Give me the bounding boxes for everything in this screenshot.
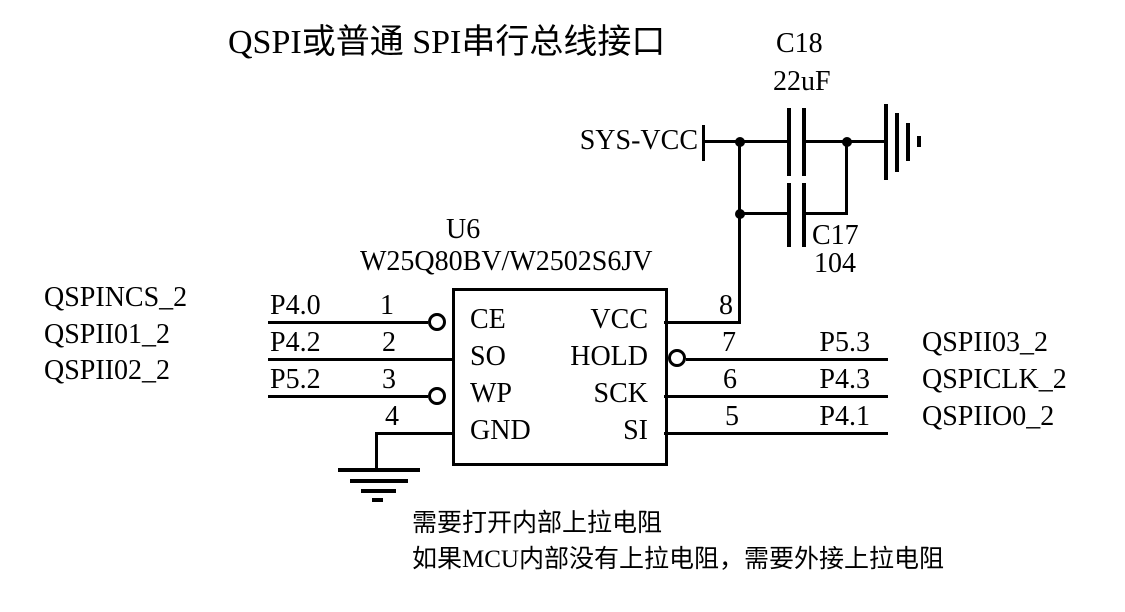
wire-pin2: [268, 358, 454, 361]
wire-c17-right: [806, 212, 847, 215]
wire-pin4-drop: [375, 432, 378, 470]
wire-vcc-rail-left: [704, 140, 788, 143]
pin-name-sck: SCK: [593, 378, 648, 409]
earth-ground-icon: [906, 123, 910, 161]
net-label-qspii01: QSPII01_2: [44, 319, 171, 350]
wire-pin8: [664, 321, 741, 324]
earth-ground-icon: [361, 489, 396, 493]
junction-dot: [842, 137, 852, 147]
pin-name-vcc: VCC: [590, 304, 648, 335]
note-internal-pullup: 需要打开内部上拉电阻: [412, 510, 663, 537]
junction-dot: [735, 209, 745, 219]
pin-number-8: 8: [719, 290, 733, 321]
wire-pin5: [664, 432, 888, 435]
earth-ground-icon: [372, 498, 383, 502]
pin-name-so: SO: [470, 341, 506, 372]
earth-ground-icon: [350, 479, 408, 483]
chip-refdes: U6: [446, 214, 481, 245]
pin-number-7: 7: [722, 327, 736, 358]
capacitor-c18-plate: [787, 108, 791, 176]
capacitor-c17-value: 104: [814, 248, 856, 279]
earth-ground-icon: [895, 113, 899, 172]
pin-name-gnd: GND: [470, 415, 531, 446]
inversion-bubble-pin1: [428, 313, 446, 331]
pin-number-4: 4: [385, 401, 399, 432]
net-label-qspiclk: QSPICLK_2: [922, 364, 1067, 395]
inversion-bubble-pin3: [428, 387, 446, 405]
wire-pin6: [664, 395, 888, 398]
wire-pin4: [375, 432, 454, 435]
capacitor-c18-ref: C18: [776, 28, 823, 59]
earth-ground-icon: [884, 104, 888, 180]
port-terminal-bar: [702, 125, 705, 161]
pin-number-5: 5: [725, 401, 739, 432]
earth-ground-icon: [338, 468, 420, 472]
pin-number-2: 2: [382, 327, 396, 358]
earth-ground-icon: [917, 136, 921, 147]
inversion-bubble-pin7: [668, 349, 686, 367]
pin-number-1: 1: [380, 290, 394, 321]
wire-vcc-drop: [738, 140, 741, 323]
net-label-qspii02: QSPII02_2: [44, 355, 171, 386]
chip-part-number: W25Q80BV/W2502S6JV: [360, 246, 653, 277]
pin-name-si: SI: [623, 415, 648, 446]
note-external-pullup: 如果MCU内部没有上拉电阻，需要外接上拉电阻: [412, 546, 944, 573]
schematic-title: QSPI或普通 SPI串行总线接口: [228, 24, 666, 61]
net-label-sys-vcc: SYS-VCC: [579, 125, 698, 156]
wire-pin1: [268, 321, 428, 324]
net-label-qspincs: QSPINCS_2: [44, 282, 188, 313]
net-label-qspii03: QSPII03_2: [922, 327, 1049, 358]
port-label-p5-2: P5.2: [270, 364, 321, 395]
port-label-p4-2: P4.2: [270, 327, 321, 358]
chip-body: [452, 288, 668, 466]
capacitor-c18-plate: [802, 108, 806, 176]
pin-name-hold: HOLD: [570, 341, 648, 372]
junction-dot: [735, 137, 745, 147]
capacitor-c18-value: 22uF: [773, 66, 831, 97]
pin-name-wp: WP: [470, 378, 512, 409]
wire-c17-riser: [845, 140, 848, 215]
pin-number-3: 3: [382, 364, 396, 395]
wire-pin7: [686, 358, 888, 361]
capacitor-c17-plate: [787, 183, 791, 247]
port-label-p4-1: P4.1: [819, 401, 870, 432]
wire-c17-left: [740, 212, 788, 215]
port-label-p4-3: P4.3: [819, 364, 870, 395]
port-label-p4-0: P4.0: [270, 290, 321, 321]
pin-number-6: 6: [723, 364, 737, 395]
wire-pin3: [268, 395, 428, 398]
net-label-qspiio0: QSPIIO0_2: [922, 401, 1055, 432]
port-label-p5-3: P5.3: [819, 327, 870, 358]
pin-name-ce: CE: [470, 304, 506, 335]
capacitor-c17-plate: [802, 183, 806, 247]
capacitor-c17-ref: C17: [812, 220, 859, 251]
